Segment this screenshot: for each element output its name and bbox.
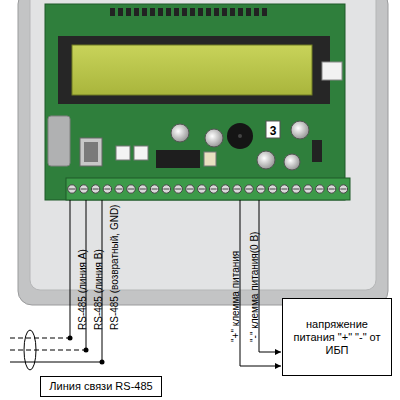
screw-slot bbox=[175, 189, 181, 190]
terminal-screw bbox=[327, 185, 335, 193]
terminal-screw bbox=[115, 185, 123, 193]
screw-slot bbox=[317, 189, 323, 190]
callout-number: 3 bbox=[270, 123, 277, 140]
screw-slot bbox=[329, 189, 335, 190]
screw-slot bbox=[128, 189, 134, 190]
header-pin bbox=[182, 8, 187, 16]
header-pin bbox=[206, 8, 211, 16]
terminal-screw bbox=[221, 185, 229, 193]
screw-slot bbox=[69, 189, 75, 190]
label-anchor: RS-485 (линия В) bbox=[88, 249, 106, 330]
wire-label: RS-485 (линия А) bbox=[77, 249, 89, 330]
terminal-screw bbox=[245, 185, 253, 193]
wire-label: RS-485 (возвратный, GND) bbox=[109, 205, 121, 330]
label-anchor: 3 bbox=[266, 121, 280, 140]
wire-label: RS-485 (линия В) bbox=[93, 249, 105, 330]
terminal-screw bbox=[186, 185, 194, 193]
terminal-screw bbox=[292, 185, 300, 193]
header-pin bbox=[174, 8, 179, 16]
terminal-screw bbox=[316, 185, 324, 193]
header-pin bbox=[262, 8, 267, 16]
label-anchor: "-" клемма питания(0 В) bbox=[244, 232, 262, 342]
header-pin bbox=[198, 8, 203, 16]
line-box: Линия связи RS-485 bbox=[40, 376, 162, 397]
header-pin bbox=[238, 8, 243, 16]
terminal-screw bbox=[209, 185, 217, 193]
terminal-screw bbox=[233, 185, 241, 193]
terminal-screw bbox=[139, 185, 147, 193]
terminal-screw bbox=[174, 185, 182, 193]
terminal-screw bbox=[80, 185, 88, 193]
header-pin bbox=[150, 8, 155, 16]
header-pin bbox=[230, 8, 235, 16]
terminal-screw bbox=[91, 185, 99, 193]
terminal-screw bbox=[257, 185, 265, 193]
screw-slot bbox=[93, 189, 99, 190]
power-box: напряжение питания "+" "-" от ИБП bbox=[282, 298, 392, 376]
label-anchor: RS-485 (линия А) bbox=[72, 249, 90, 330]
terminal-screw bbox=[103, 185, 111, 193]
wire-label: "+" клемма питания bbox=[230, 251, 242, 342]
terminal-screw bbox=[127, 185, 135, 193]
terminal-screw bbox=[280, 185, 288, 193]
terminal-screw bbox=[150, 185, 158, 193]
terminal-screw bbox=[304, 185, 312, 193]
screw-slot bbox=[270, 189, 276, 190]
terminal-screw bbox=[162, 185, 170, 193]
screw-slot bbox=[163, 189, 169, 190]
header-pin bbox=[254, 8, 259, 16]
screw-slot bbox=[293, 189, 299, 190]
box-text: напряжение питания "+" "-" от ИБП bbox=[287, 318, 387, 357]
terminal-screw bbox=[68, 185, 76, 193]
wire-label: "-" клемма питания(0 В) bbox=[249, 232, 261, 342]
screw-slot bbox=[152, 189, 158, 190]
screw-slot bbox=[116, 189, 122, 190]
screw-slot bbox=[305, 189, 311, 190]
screw-slot bbox=[187, 189, 193, 190]
screw-slot bbox=[340, 189, 346, 190]
header-pin bbox=[158, 8, 163, 16]
header-pin bbox=[214, 8, 219, 16]
header-pin bbox=[126, 8, 131, 16]
box-text: Линия связи RS-485 bbox=[49, 380, 152, 393]
screw-slot bbox=[140, 189, 146, 190]
screw-slot bbox=[211, 189, 217, 190]
header-pin bbox=[166, 8, 171, 16]
header-pin bbox=[134, 8, 139, 16]
header-pin bbox=[142, 8, 147, 16]
terminal-screw bbox=[198, 185, 206, 193]
screw-slot bbox=[104, 189, 110, 190]
screw-slot bbox=[258, 189, 264, 190]
header-pin bbox=[190, 8, 195, 16]
screw-slot bbox=[281, 189, 287, 190]
header-pin bbox=[246, 8, 251, 16]
terminal-screw bbox=[268, 185, 276, 193]
screw-slot bbox=[81, 189, 87, 190]
header-pin bbox=[110, 8, 115, 16]
screw-slot bbox=[246, 189, 252, 190]
header-pin bbox=[118, 8, 123, 16]
label-anchor: RS-485 (возвратный, GND) bbox=[104, 205, 122, 330]
screw-slot bbox=[199, 189, 205, 190]
screw-slot bbox=[222, 189, 228, 190]
screw-slot bbox=[234, 189, 240, 190]
terminal-screw bbox=[339, 185, 347, 193]
label-anchor: "+" клемма питания bbox=[225, 251, 243, 342]
header-pin bbox=[222, 8, 227, 16]
